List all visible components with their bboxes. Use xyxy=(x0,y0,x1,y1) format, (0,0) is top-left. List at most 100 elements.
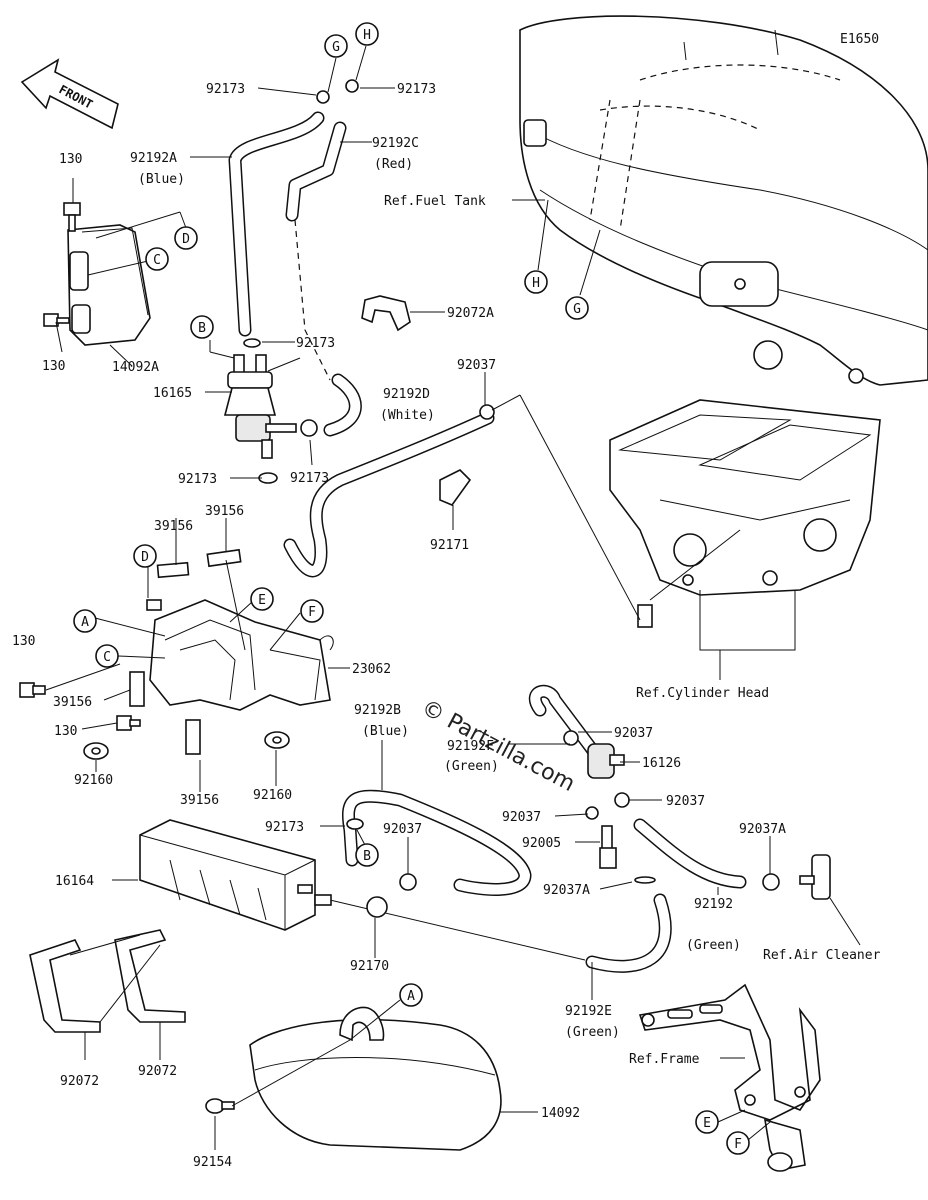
bolt-icon xyxy=(116,715,141,731)
label-ref-frame: Ref.Frame xyxy=(629,1052,700,1067)
marker-C-top: C xyxy=(145,247,169,271)
label-92072: 92072 xyxy=(138,1064,177,1079)
svg-text:D: D xyxy=(141,550,149,565)
label-92192C: 92192C xyxy=(372,136,419,151)
svg-text:B: B xyxy=(198,321,206,336)
marker-B-canister: B xyxy=(355,843,379,867)
svg-text:G: G xyxy=(573,302,581,317)
bolt-icon xyxy=(19,682,46,698)
label-39156: 39156 xyxy=(205,504,244,519)
clamp-icon xyxy=(762,873,780,891)
label-92154: 92154 xyxy=(193,1155,232,1170)
marker-E-frame: E xyxy=(695,1110,719,1134)
label-92072: 92072 xyxy=(60,1074,99,1089)
cylinder-head-fitting xyxy=(637,604,653,628)
label-ref-fuel-tank: Ref.Fuel Tank xyxy=(384,194,486,209)
label-92037: 92037 xyxy=(614,726,653,741)
svg-text:F: F xyxy=(734,1137,742,1152)
label-92192E: 92192E xyxy=(565,1004,612,1019)
label-92192D: 92192D xyxy=(383,387,430,402)
clamp-icon xyxy=(366,896,388,918)
fitting-92005 xyxy=(599,825,617,869)
label-92192E-color: (Green) xyxy=(565,1025,620,1040)
label-92192B: 92192B xyxy=(354,703,401,718)
label-92072A: 92072A xyxy=(447,306,494,321)
svg-text:B: B xyxy=(363,849,371,864)
hose-92192F-green xyxy=(528,684,607,767)
label-92192-color: (Green) xyxy=(686,938,741,953)
label-92037: 92037 xyxy=(666,794,705,809)
svg-text:H: H xyxy=(363,28,371,43)
clamp-icon xyxy=(345,79,359,93)
label-130: 130 xyxy=(12,634,35,649)
label-92037: 92037 xyxy=(502,810,541,825)
washer-icon xyxy=(83,742,109,760)
cylinder-head-outline xyxy=(609,399,881,596)
label-92005: 92005 xyxy=(522,836,561,851)
label-39156: 39156 xyxy=(180,793,219,808)
label-92173: 92173 xyxy=(290,471,329,486)
fuel-tank-outline xyxy=(519,15,928,386)
label-92160: 92160 xyxy=(253,788,292,803)
watermark: © Partzilla.com xyxy=(417,695,579,797)
front-arrow-icon: FRONT xyxy=(20,58,119,130)
marker-A-cover: A xyxy=(399,983,423,1007)
label-92192B-color: (Blue) xyxy=(362,724,409,739)
clamp-icon xyxy=(243,338,261,348)
label-92192D-color: (White) xyxy=(380,408,435,423)
bolt-icon xyxy=(63,202,81,232)
label-92173: 92173 xyxy=(397,82,436,97)
label-39156: 39156 xyxy=(154,519,193,534)
svg-text:G: G xyxy=(332,40,340,55)
label-ref-cylinder-head: Ref.Cylinder Head xyxy=(636,686,769,701)
marker-A-bracket: A xyxy=(73,609,97,633)
label-39156: 39156 xyxy=(53,695,92,710)
canister-16164 xyxy=(139,819,332,931)
air-cleaner-fitting xyxy=(799,854,831,900)
marker-E-bracket: E xyxy=(250,587,274,611)
svg-text:E: E xyxy=(703,1116,711,1131)
label-92192: 92192 xyxy=(694,897,733,912)
clamp-icon xyxy=(614,792,630,808)
label-14092A: 14092A xyxy=(112,360,159,375)
clamp-icon xyxy=(634,876,656,884)
hose-outlet-16165 xyxy=(323,373,362,437)
label-16126: 16126 xyxy=(642,756,681,771)
strap-92072-left xyxy=(29,939,101,1033)
svg-text:A: A xyxy=(407,989,415,1004)
fitting-92171 xyxy=(439,469,472,506)
clamp-icon xyxy=(563,730,579,746)
marker-F-frame: F xyxy=(726,1131,750,1155)
clamp-icon xyxy=(300,419,318,437)
label-92173: 92173 xyxy=(178,472,217,487)
marker-G-tank: G xyxy=(565,296,589,320)
svg-text:D: D xyxy=(182,232,190,247)
label-92173: 92173 xyxy=(206,82,245,97)
hose-92192C-red xyxy=(285,121,347,381)
label-92170: 92170 xyxy=(350,959,389,974)
label-92037A: 92037A xyxy=(543,883,590,898)
hose-92192D-white xyxy=(283,411,495,578)
label-ref-air-cleaner: Ref.Air Cleaner xyxy=(763,948,881,963)
label-92192F: 92192F xyxy=(447,739,494,754)
marker-H-tank: H xyxy=(524,270,548,294)
hose-92192E-green xyxy=(585,893,672,973)
clamp-icon xyxy=(399,873,417,891)
frame-bracket xyxy=(638,983,821,1172)
label-92192A: 92192A xyxy=(130,151,177,166)
marker-C-bracket: C xyxy=(95,644,119,668)
svg-text:A: A xyxy=(81,615,89,630)
svg-text:E: E xyxy=(258,593,266,608)
marker-F-bracket: F xyxy=(300,599,324,623)
hose-92192A-blue xyxy=(228,111,325,337)
label-16165: 16165 xyxy=(153,386,192,401)
marker-D-top: D xyxy=(174,226,198,250)
label-92037: 92037 xyxy=(383,822,422,837)
hose-92192B-blue xyxy=(341,789,532,896)
marker-B-top: B xyxy=(190,315,214,339)
strap-92072-right xyxy=(114,929,186,1023)
washer-icon xyxy=(264,731,290,749)
bracket-23062 xyxy=(129,548,334,755)
label-92173: 92173 xyxy=(296,336,335,351)
